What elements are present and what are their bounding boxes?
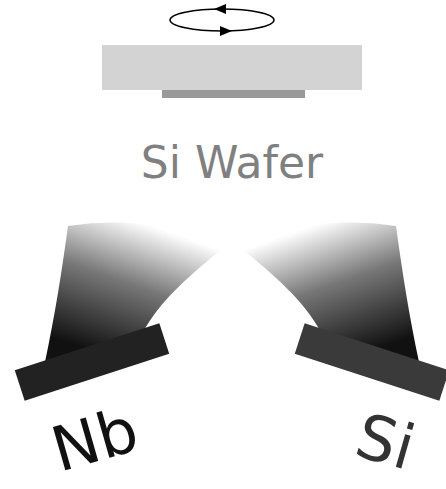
wafer-label: Si Wafer [141, 141, 323, 185]
film [162, 90, 305, 98]
target-label: Si [349, 404, 420, 479]
si-target [295, 323, 446, 400]
nb-target [15, 323, 169, 400]
arrowhead [214, 4, 226, 14]
arrowhead [220, 26, 232, 36]
target-label: Nb [45, 398, 145, 481]
wafer [102, 45, 362, 90]
